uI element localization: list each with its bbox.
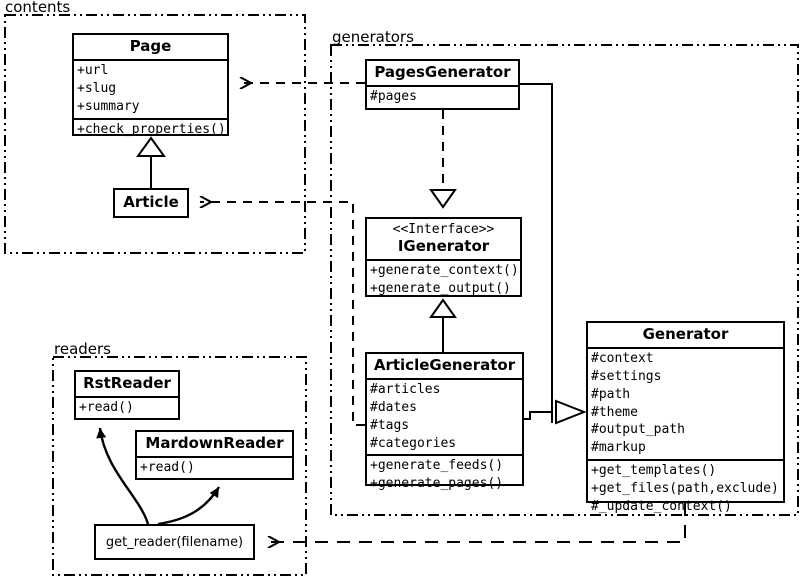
method-item: +get_files(path,exclude) — [591, 480, 779, 496]
class-name-text: IGenerator — [397, 236, 490, 255]
attribute-item: #categories — [370, 435, 457, 451]
methods-articlegenerator: +generate_feeds() +generate_pages() — [367, 456, 522, 495]
class-separator — [588, 459, 783, 462]
edge-get-reader-to-mardownreader — [157, 486, 221, 526]
methods-igenerator: +generate_context() +generate_output() — [367, 261, 520, 300]
stereotype-interface: <<Interface>> — [392, 222, 495, 237]
class-name-mardownreader: MardownReader — [145, 434, 284, 452]
attributes-pagesgenerator: #pages — [367, 87, 518, 108]
attributes-generator: #context #settings #path #theme #output_… — [588, 349, 783, 459]
edge-pagesgenerator-to-igenerator — [429, 110, 457, 209]
attribute-item: +slug — [77, 81, 117, 97]
method-item: +generate_output() — [370, 280, 511, 296]
class-box-generator[interactable]: Generator #context #settings #path #them… — [586, 321, 785, 514]
class-separator — [367, 258, 520, 261]
attribute-item: #settings — [591, 369, 662, 385]
class-separator — [588, 347, 783, 350]
class-name-generator: Generator — [642, 325, 729, 343]
method-item: +generate_feeds() — [370, 458, 504, 474]
attribute-item: +summary — [77, 98, 140, 114]
method-item: #_update_context() — [591, 498, 732, 514]
class-box-articlegenerator[interactable]: ArticleGenerator #articles #dates #tags … — [365, 352, 524, 491]
class-name-pagesgenerator: PagesGenerator — [374, 63, 511, 81]
attribute-item: #path — [591, 386, 631, 402]
edge-articlegenerator-to-article — [200, 202, 365, 426]
class-box-rstreader[interactable]: RstReader +read() — [74, 370, 180, 420]
class-separator — [367, 454, 522, 457]
class-separator — [367, 85, 518, 88]
generalization-arrowhead-generator — [555, 399, 587, 425]
attribute-item: #context — [591, 351, 654, 367]
edge-articlegenerator-to-igenerator — [429, 298, 457, 352]
class-separator — [74, 59, 227, 62]
class-name-rstreader: RstReader — [83, 374, 171, 392]
attribute-item: #output_path — [591, 422, 685, 438]
function-box-label: get_reader(filename) — [105, 534, 244, 550]
attribute-item: #articles — [370, 382, 441, 398]
package-label-generators: generators — [332, 28, 414, 46]
class-box-article[interactable]: Article — [113, 188, 189, 218]
class-separator — [137, 456, 292, 459]
attributes-page: +url +slug +summary — [74, 61, 227, 117]
package-label-contents: contents — [5, 0, 71, 16]
method-item: +generate_pages() — [370, 476, 504, 492]
attribute-item: #tags — [370, 417, 410, 433]
edge-generators-to-generator — [520, 83, 553, 423]
attribute-item: #markup — [591, 440, 646, 456]
methods-mardownreader: +read() — [137, 458, 292, 479]
class-box-page[interactable]: Page +url +slug +summary +check_properti… — [72, 33, 229, 137]
class-box-mardownreader[interactable]: MardownReader +read() — [135, 430, 294, 480]
class-name-page: Page — [129, 37, 172, 55]
methods-page: +check_properties() — [74, 120, 227, 141]
class-box-pagesgenerator[interactable]: PagesGenerator #pages — [365, 59, 520, 110]
class-name-articlegenerator: ArticleGenerator — [373, 356, 516, 374]
method-item: +check_properties() — [77, 121, 226, 137]
method-item: +read() — [79, 400, 134, 416]
method-item: +get_templates() — [591, 463, 717, 479]
class-name-igenerator: <<Interface>> IGenerator — [367, 219, 520, 259]
attribute-item: +url — [77, 63, 109, 79]
methods-rstreader: +read() — [76, 398, 178, 419]
methods-generator: +get_templates() +get_files(path,exclude… — [588, 461, 783, 517]
package-label-readers: readers — [54, 340, 111, 358]
method-item: +generate_context() — [370, 262, 519, 278]
attribute-item: #dates — [370, 400, 417, 416]
attributes-articlegenerator: #articles #dates #tags #categories — [367, 380, 522, 454]
attribute-item: #pages — [370, 89, 417, 105]
edge-article-to-page — [136, 136, 166, 188]
class-name-article: Article — [123, 193, 179, 211]
function-box-get-reader[interactable]: get_reader(filename) — [94, 524, 255, 560]
class-separator — [367, 378, 522, 381]
attribute-item: #theme — [591, 404, 638, 420]
class-separator — [76, 396, 178, 399]
method-item: +read() — [140, 460, 195, 476]
class-box-igenerator[interactable]: <<Interface>> IGenerator +generate_conte… — [365, 217, 522, 297]
class-separator — [74, 117, 227, 120]
